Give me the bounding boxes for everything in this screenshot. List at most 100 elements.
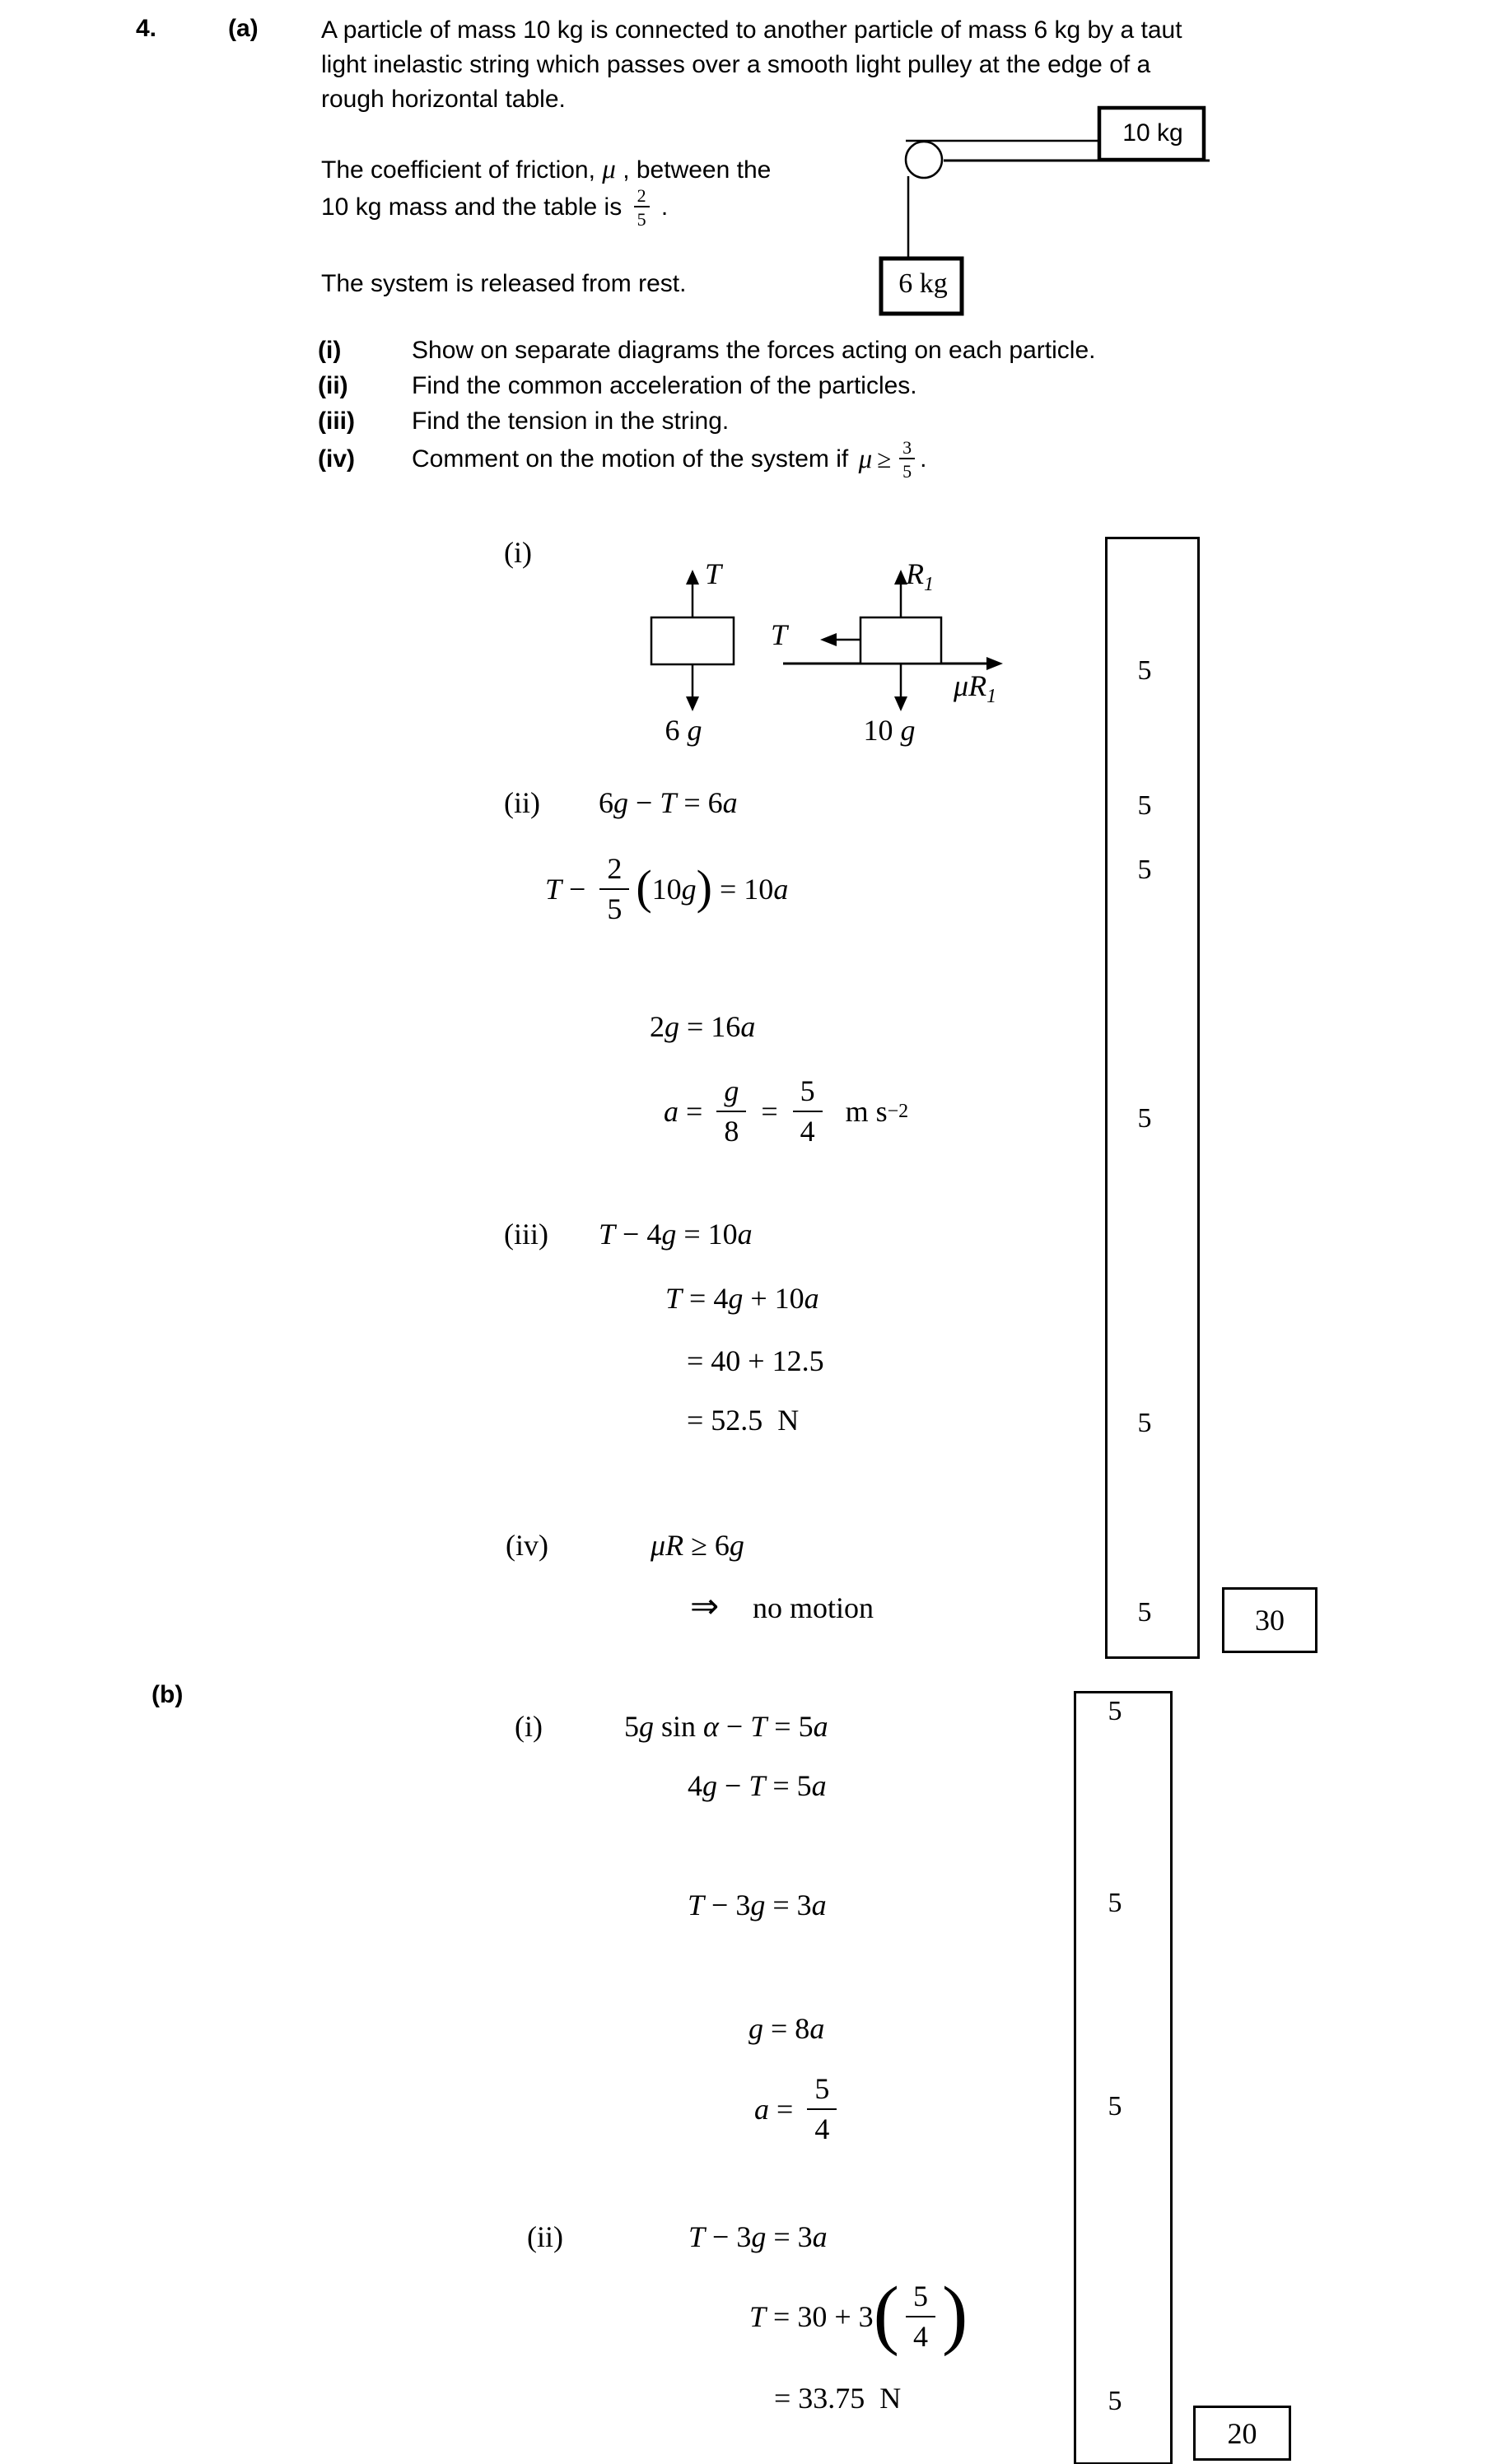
fbd-6kg-tension-label: T	[705, 557, 722, 590]
implies-arrow: ⇒	[690, 1588, 720, 1626]
pulley-circle	[904, 140, 944, 179]
fbd-10kg-weight-label: 10 g	[863, 714, 916, 747]
pulley-diagram	[879, 105, 1210, 316]
arrowhead-up	[894, 570, 907, 585]
marks-column-a	[1105, 537, 1200, 1659]
fraction-numerator: g	[716, 1074, 747, 1112]
fraction-5-4: 5 4	[807, 2072, 837, 2147]
item-ii-text: Find the common acceleration of the part…	[412, 372, 917, 399]
question-number: 4.	[136, 15, 157, 42]
fbd-10kg	[783, 570, 1003, 711]
unit-exponent: −2	[887, 1100, 909, 1122]
question-item-iv: (iv) Comment on the motion of the system…	[318, 436, 927, 482]
fraction-denominator: 4	[814, 2112, 830, 2145]
marks-column-b	[1074, 1691, 1173, 2464]
mark-b-1: 5	[1108, 1696, 1122, 1726]
eq-inner: 10g	[651, 873, 697, 906]
fraction-denominator: 5	[607, 892, 623, 925]
intro-line-1: A particle of mass 10 kg is connected to…	[321, 16, 1182, 44]
eq-a-iii-4: = 52.5 N	[687, 1404, 800, 1437]
solution-b-ii-label: (ii)	[527, 2220, 563, 2253]
friction-subscript: 1	[986, 686, 997, 707]
part-b-label: (b)	[152, 1681, 184, 1708]
friction-symbol: μR	[954, 669, 987, 702]
solution-a-iv-label: (iv)	[506, 1529, 548, 1562]
solution-a-iii-label: (iii)	[504, 1218, 548, 1251]
geq-symbol: ≥	[877, 445, 892, 473]
question-item-i: (i) Show on separate diagrams the forces…	[318, 333, 1095, 368]
item-iii-text: Find the tension in the string.	[412, 408, 730, 435]
fbd-6kg	[650, 570, 735, 711]
eq-b-6: T − 3g = 3a	[688, 2220, 828, 2253]
eq-b-1: 5g sin α − T = 5a	[624, 1710, 828, 1743]
friction-text-post: , between the	[615, 156, 772, 184]
question-item-iii: (iii) Find the tension in the string.	[318, 404, 729, 439]
fraction-denominator: 5	[637, 209, 646, 230]
solution-a-ii-label: (ii)	[504, 786, 540, 819]
friction-text-pre: The coefficient of friction,	[321, 156, 603, 184]
mark-b-4: 5	[1108, 2386, 1122, 2416]
solution-b-i-label: (i)	[515, 1710, 543, 1743]
eq-b-2: 4g − T = 5a	[688, 1769, 827, 1802]
eq-a-iii-3: = 40 + 12.5	[687, 1344, 824, 1377]
released-sentence: The system is released from rest.	[321, 270, 687, 297]
question-item-ii: (ii) Find the common acceleration of the…	[318, 369, 917, 403]
eq-b-5: a = 5 4	[754, 2071, 843, 2147]
solution-a-i-label: (i)	[504, 536, 532, 569]
fraction-5-4: 5 4	[905, 2280, 935, 2355]
eq-a-ii-1: 6g − T = 6a	[599, 786, 738, 819]
item-iv-text: Comment on the motion of the system if	[412, 445, 856, 473]
fraction-g-8: g 8	[716, 1074, 747, 1149]
fbd-10kg-friction-label: μR1	[954, 668, 996, 708]
mu-symbol: μ	[858, 444, 873, 474]
mark-a-3: 5	[1137, 855, 1152, 885]
friction-sentence-line2: 10 kg mass and the table is 2 5 .	[321, 184, 668, 231]
item-iv-fraction: 3 5	[899, 438, 916, 482]
eq-pre: a =	[664, 1095, 711, 1128]
eq-a-ii-4: a = g 8 = 5 4 m s−2	[664, 1070, 908, 1153]
fbd-10kg-box	[859, 616, 943, 665]
eq-a-iv: μR ≥ 6g	[651, 1529, 744, 1562]
fbd-10kg-tension-label: T	[771, 618, 788, 651]
eq-b-8: = 33.75 N	[774, 2382, 902, 2415]
fraction-denominator: 5	[902, 461, 912, 482]
fraction-2-5: 2 5	[599, 852, 630, 927]
mark-a-6: 5	[1137, 1597, 1152, 1628]
mass-6kg-box	[879, 256, 964, 316]
intro-line-3: rough horizontal table.	[321, 86, 566, 113]
fraction-denominator: 4	[912, 2320, 928, 2353]
item-iii-label: (iii)	[318, 408, 355, 435]
eq-a-ii-3: 2g = 16a	[650, 1010, 756, 1043]
mu-symbol: μ	[602, 155, 616, 184]
eq-b-4: g = 8a	[748, 2012, 825, 2045]
mass-6kg-label: 6 kg	[898, 268, 948, 299]
fraction-numerator: 5	[792, 1074, 823, 1112]
arrowhead-left	[820, 633, 837, 646]
fraction-numerator: 5	[905, 2280, 935, 2317]
eq-a-iii-2: T = 4g + 10a	[665, 1282, 819, 1315]
arrowhead-down	[894, 696, 907, 711]
fraction-denominator: 4	[800, 1115, 815, 1148]
eq-pre: a =	[754, 2093, 801, 2126]
item-iv-label: (iv)	[318, 445, 355, 473]
item-i-label: (i)	[318, 337, 342, 364]
no-motion-text: no motion	[753, 1591, 874, 1624]
eq-pre: T = 30 + 3	[749, 2300, 874, 2333]
arrowhead-down	[686, 696, 699, 711]
part-a-label: (a)	[228, 15, 259, 42]
fbd-6kg-weight-label: 6 g	[665, 714, 702, 747]
item-i-text: Show on separate diagrams the forces act…	[412, 337, 1096, 364]
fraction-numerator: 3	[899, 438, 916, 459]
fbd-6kg-box	[650, 616, 735, 666]
eq-a-ii-2: T − 2 5 ( 10g ) = 10a	[545, 851, 789, 927]
item-iv-period: .	[920, 445, 927, 473]
friction-fraction: 2 5	[633, 186, 650, 230]
eq-b-3: T − 3g = 3a	[688, 1889, 827, 1921]
item-ii-label: (ii)	[318, 372, 348, 399]
eq-b-7: T = 30 + 3 ( 5 4 )	[749, 2271, 968, 2357]
normal-symbol: R	[906, 557, 924, 590]
mark-a-5: 5	[1137, 1408, 1152, 1438]
mark-b-2: 5	[1108, 1888, 1122, 1918]
intro-line-2: light inelastic string which passes over…	[321, 51, 1151, 78]
